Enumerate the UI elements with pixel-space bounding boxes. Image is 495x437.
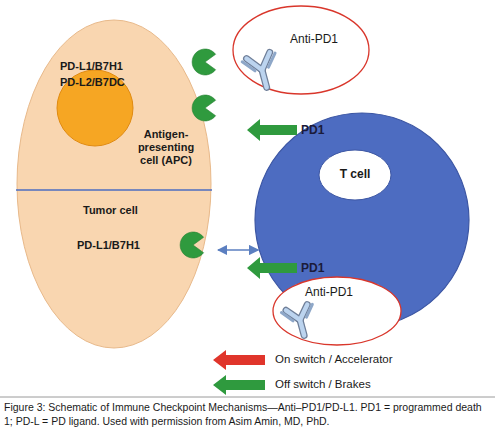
- ellipse-shape: [17, 20, 211, 190]
- antibody-ellipse: Anti-PD1: [272, 276, 402, 346]
- node-text: Anti-PD1: [290, 32, 368, 46]
- legend-text: On switch / Accelerator: [275, 353, 393, 367]
- node-text: PD-L1/B7H1: [60, 60, 160, 73]
- ellipse-shape: [319, 150, 391, 200]
- node-text: PD-L1/B7H1: [77, 239, 177, 252]
- legend-text: Off switch / Brakes: [275, 378, 371, 392]
- figure-caption: Figure 3: Schematic of Immune Checkpoint…: [4, 401, 491, 428]
- pdl1-receptor: [192, 49, 215, 75]
- ellipse-shape: [233, 6, 369, 94]
- apc-cell: PD-L1/B7H1PD-L2/B7DC Antigen-presenting c…: [15, 18, 213, 190]
- connector-arrow: [218, 249, 258, 251]
- pd1-arrow: [247, 119, 297, 141]
- receptor-label: PD1: [301, 261, 324, 275]
- node-text: Anti-PD1: [305, 285, 385, 299]
- node-text: Antigen-presenting cell (APC): [129, 128, 203, 168]
- node-text: T cell: [320, 167, 390, 181]
- caption-rule: [0, 397, 495, 398]
- legend-swatch: [213, 350, 265, 370]
- receptor-label: PD1: [301, 123, 324, 137]
- tumor-cell: Tumor cellPD-L1/B7H1: [15, 190, 213, 352]
- ellipse-shape: [273, 277, 401, 345]
- node-text: Tumor cell: [83, 204, 183, 217]
- node-outline: [232, 5, 370, 95]
- ellipse-shape: [17, 190, 211, 348]
- legend-swatch: [213, 375, 265, 395]
- node-text: PD-L2/B7DC: [60, 76, 160, 89]
- antibody-ellipse: Anti-PD1: [232, 5, 370, 95]
